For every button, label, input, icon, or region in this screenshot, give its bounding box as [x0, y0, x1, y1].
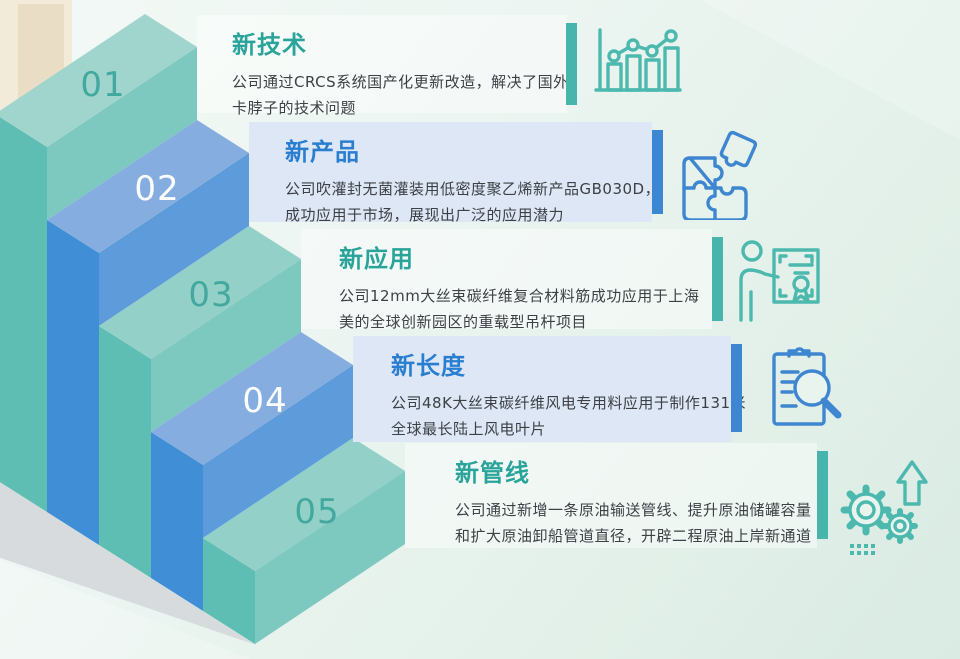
gears-arrow-icon — [840, 460, 928, 555]
small-gear — [882, 508, 918, 544]
feature-description-line: 卡脖子的技术问题 — [232, 99, 357, 117]
feature-description-line: 全球最长陆上风电叶片 — [391, 420, 547, 438]
feature-row-new-pipeline: 新管线 公司通过新增一条原油输送管线、提升原油储罐容量 和扩大原油卸船管道直径，… — [405, 443, 817, 548]
accent-bar — [566, 23, 577, 105]
feature-title: 新长度 — [391, 352, 466, 380]
feature-description-line: 公司通过新增一条原油输送管线、提升原油储罐容量 — [455, 501, 812, 519]
background-light-band — [700, 0, 960, 140]
feature-description-line: 公司12mm大丝束碳纤维复合材料筋成功应用于上海 — [339, 287, 700, 305]
step-number: 05 — [294, 492, 339, 532]
feature-title: 新应用 — [339, 245, 414, 273]
feature-title: 新产品 — [285, 138, 360, 166]
step-number: 04 — [242, 381, 287, 421]
step-block-05: 05 — [203, 438, 405, 644]
large-gear — [840, 484, 892, 536]
step-number: 02 — [134, 169, 179, 209]
step-number: 03 — [188, 275, 233, 315]
chart-growth-icon — [594, 28, 682, 92]
step-number: 01 — [80, 65, 125, 105]
feature-row-new-application: 新应用 公司12mm大丝束碳纤维复合材料筋成功应用于上海 美的全球创新园区的重载… — [301, 229, 712, 331]
feature-description-line: 和扩大原油卸船管道直径，开辟二程原油上岸新通道 — [455, 527, 812, 545]
accent-bar — [731, 344, 742, 432]
step-block-01: 01 — [0, 14, 197, 512]
step-block-04: 04 — [151, 332, 353, 611]
feature-row-new-length: 新长度 公司48K大丝束碳纤维风电专用料应用于制作131米 全球最长陆上风电叶片 — [353, 336, 747, 442]
background-light-band — [0, 560, 250, 659]
step-block-03: 03 — [99, 226, 301, 578]
feature-description-line: 成功应用于市场，展现出广泛的应用潜力 — [285, 206, 565, 224]
accent-bar — [817, 451, 828, 539]
staircase-shadow — [0, 482, 256, 645]
feature-row-new-technology: 新技术 公司通过CRCS系统国产化更新改造，解决了国外 卡脖子的技术问题 — [197, 15, 569, 117]
person-certificate-icon — [739, 240, 820, 322]
feature-row-new-product: 新产品 公司吹灌封无菌灌装用低密度聚乙烯新产品GB030D， 成功应用于市场，展… — [249, 122, 661, 224]
accent-bar — [652, 130, 663, 214]
dots-decoration — [850, 544, 875, 555]
feature-description-line: 美的全球创新园区的重载型吊杆项目 — [339, 313, 588, 331]
feature-title: 新管线 — [455, 459, 530, 487]
feature-description-line: 公司通过CRCS系统国产化更新改造，解决了国外 — [232, 73, 569, 91]
accent-bar — [712, 237, 723, 321]
feature-title: 新技术 — [232, 31, 307, 59]
step-block-02: 02 — [47, 120, 249, 545]
clipboard-search-icon — [772, 347, 842, 426]
feature-description-line: 公司吹灌封无菌灌装用低密度聚乙烯新产品GB030D， — [285, 180, 661, 198]
feature-description-line: 公司48K大丝束碳纤维风电专用料应用于制作131米 — [391, 394, 747, 412]
puzzle-icon — [682, 130, 758, 220]
